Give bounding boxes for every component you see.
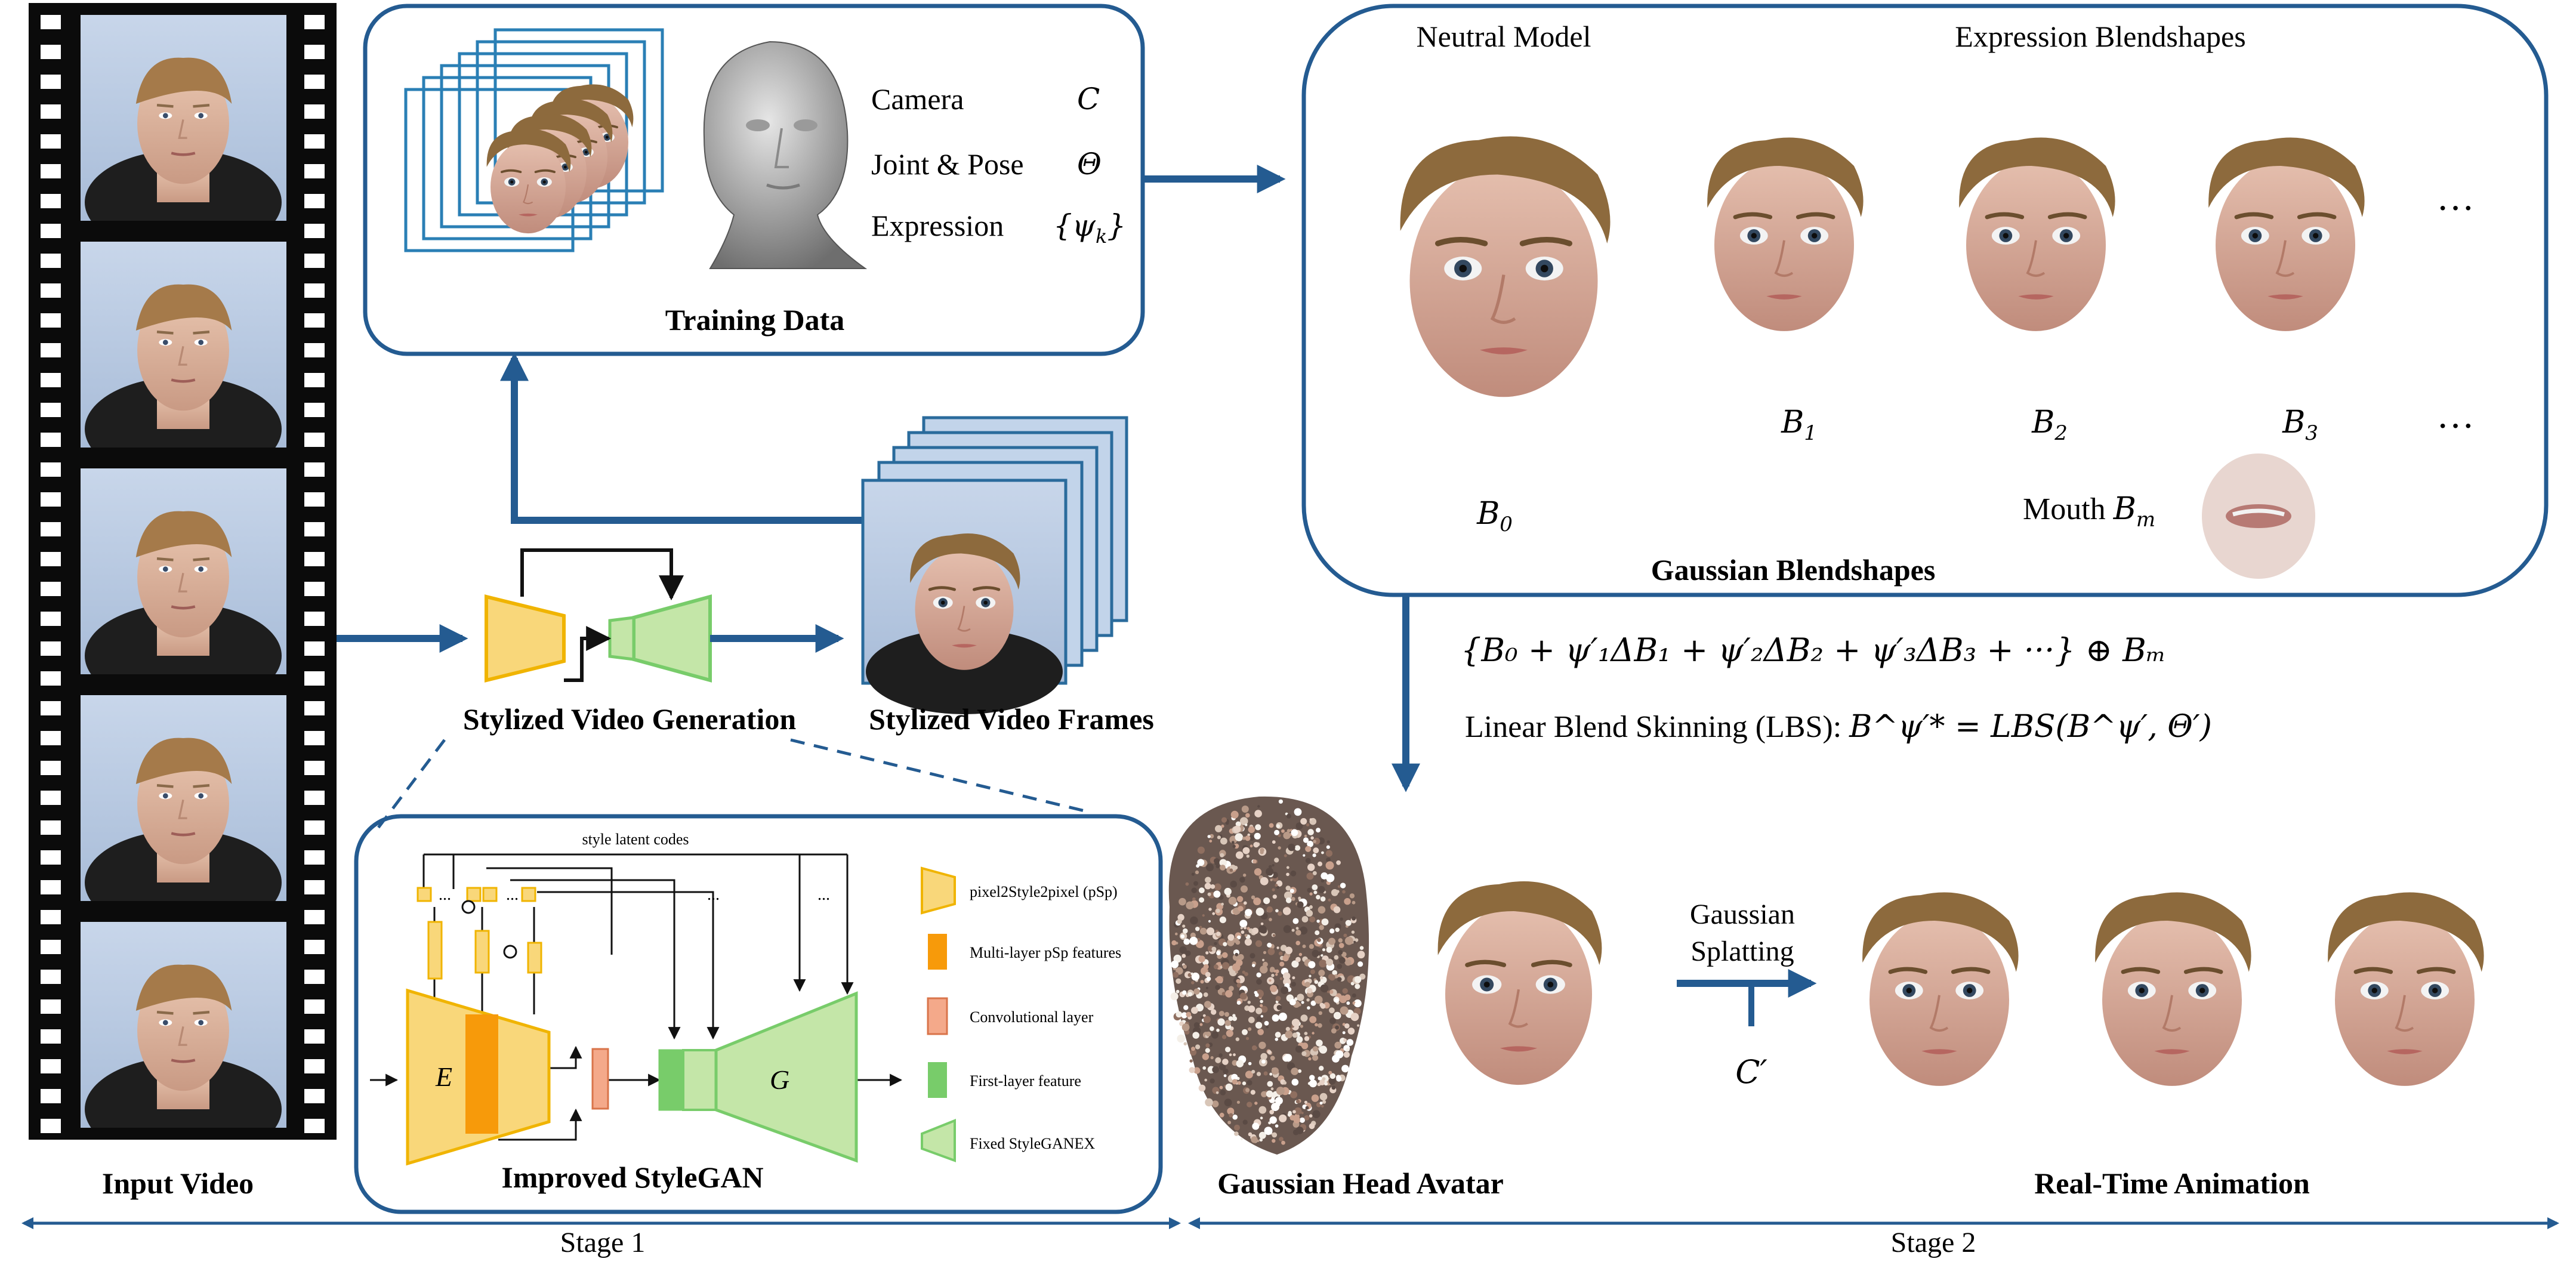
arrow-frames-to-training <box>500 352 862 524</box>
stylized-generation-icon <box>485 548 712 683</box>
animation-face-2 <box>2095 892 2251 1085</box>
animation-face-3 <box>2328 892 2484 1085</box>
symbol-b2: B2 <box>2031 405 2068 445</box>
input-frame <box>81 468 286 674</box>
input-frame <box>81 922 286 1128</box>
latent-dots-4: ... <box>817 885 830 904</box>
film-sprockets <box>41 15 325 1133</box>
flame-head-mesh <box>703 41 868 269</box>
expression-blendshapes-label: Expression Blendshapes <box>1955 20 2245 53</box>
blendshape-ellipsis-top: ··· <box>2436 187 2475 229</box>
legend-first-layer: First-layer feature <box>970 1072 1081 1090</box>
expression-face-b3 <box>2208 137 2364 331</box>
input-video-label: Input Video <box>102 1167 254 1200</box>
symbol-b1: B1 <box>1781 405 1817 445</box>
gaussian-points <box>1170 799 1366 1145</box>
expression-face-b2 <box>1959 137 2115 331</box>
stylized-frames-label: Stylized Video Frames <box>869 702 1154 736</box>
param-camera-symbol: C <box>1077 82 1100 116</box>
stylized-frames-stack <box>861 416 1128 714</box>
stage1-label: Stage 1 <box>560 1227 646 1258</box>
latent-dots-3: ... <box>707 885 720 904</box>
legend-psp-features: Multi-layer pSp features <box>970 944 1121 961</box>
generator-symbol: G <box>770 1064 789 1095</box>
training-frames-stack <box>404 28 664 252</box>
camera-prime-symbol: C′ <box>1735 1053 1767 1091</box>
gaussian-blendshapes-label: Gaussian Blendshapes <box>1651 553 1936 587</box>
latent-dots-2: ... <box>506 885 519 904</box>
expression-face-b1 <box>1707 137 1863 331</box>
real-time-animation-label: Real-Time Animation <box>2034 1167 2310 1200</box>
gaussian-point-cloud <box>1168 796 1369 1155</box>
stylized-generation-label: Stylized Video Generation <box>463 702 796 736</box>
style-latent-codes-label: style latent codes <box>582 831 689 848</box>
param-pose-name: Joint & Pose <box>871 147 1024 181</box>
legend-psp: pixel2Style2pixel (pSp) <box>970 883 1118 900</box>
stylegan-legend: pixel2Style2pixel (pSp) Multi-layer pSp … <box>921 866 1121 1162</box>
input-frame <box>81 242 286 448</box>
blendshapes-panel <box>1301 4 2549 597</box>
splatting-label-1: Gaussian <box>1690 899 1795 930</box>
stage2-label: Stage 2 <box>1891 1227 1976 1258</box>
training-params: Camera C Joint & Pose Θ Expression {ψk} <box>871 82 1126 248</box>
avatar-rendered-face <box>1438 881 1602 1085</box>
stylegan-panel <box>354 814 1163 1214</box>
param-expression-symbol: {ψk} <box>1053 208 1126 248</box>
gaussian-head-avatar-label: Gaussian Head Avatar <box>1217 1167 1504 1200</box>
mouth-blendshape-image <box>2202 453 2315 579</box>
legend-fixed-stylegan: Fixed StyleGANEX <box>970 1135 1095 1152</box>
neutral-face-b0 <box>1400 137 1611 397</box>
param-pose-symbol: Θ <box>1077 147 1102 181</box>
latent-dots-1: ... <box>439 885 451 904</box>
blend-formula: {B₀ + ψ′₁ΔB₁ + ψ′₂ΔB₂ + ψ′₃ΔB₃ + ···} ⊕ … <box>1461 631 2166 669</box>
lbs-formula: Linear Blend Skinning (LBS): B^ψ′* = LBS… <box>1465 709 2212 745</box>
param-expression-name: Expression <box>871 209 1004 242</box>
legend-conv: Convolutional layer <box>970 1008 1094 1026</box>
symbol-b0: B0 <box>1476 496 1513 536</box>
encoder-symbol: E <box>435 1062 452 1092</box>
training-data-label: Training Data <box>665 303 845 337</box>
input-video-frames <box>81 15 286 1128</box>
stylegan-architecture: style latent codes ... ... <box>370 831 903 1166</box>
input-video-filmstrip <box>29 3 337 1140</box>
symbol-b3: B3 <box>2282 405 2318 445</box>
input-frame <box>81 15 286 221</box>
animation-face-1 <box>1862 892 2018 1085</box>
input-frame <box>81 695 286 901</box>
zoom-line-right <box>790 738 1093 814</box>
splatting-label-2: Splatting <box>1690 936 1794 967</box>
blendshape-ellipsis-bottom: ··· <box>2436 405 2475 447</box>
neutral-model-label: Neutral Model <box>1417 20 1591 53</box>
param-camera-name: Camera <box>871 82 964 116</box>
improved-stylegan-label: Improved StyleGAN <box>501 1161 763 1194</box>
mouth-label: Mouth Bm <box>2023 491 2155 532</box>
